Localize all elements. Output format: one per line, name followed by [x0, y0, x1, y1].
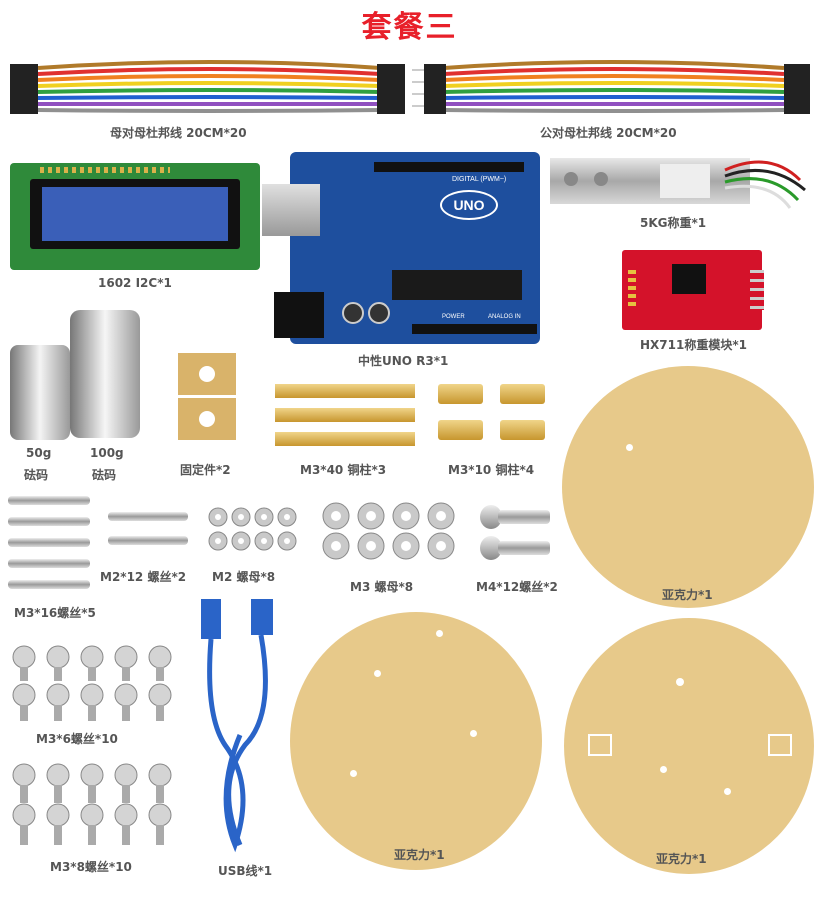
screw-m4x12-head [480, 505, 502, 529]
page-title: 套餐三 [361, 10, 458, 45]
acrylic-plate-2-label: 亚克力*1 [394, 848, 445, 862]
uno-analog-label: ANALOG IN [488, 314, 521, 320]
acrylic-plate-1-image [562, 366, 814, 608]
uno-logo: UNO [440, 190, 498, 220]
ff-wire-label: 母对母杜邦线 20CM*20 [110, 126, 247, 140]
fixer-label: 固定件*2 [180, 463, 231, 477]
weight-50g-image [10, 345, 70, 440]
screw-m2x12-image [108, 512, 188, 521]
uno-digital-label: DIGITAL (PWM~) [452, 176, 507, 183]
screw-m3x16-image-3 [8, 538, 90, 547]
lcd-label: 1602 I2C*1 [98, 276, 172, 290]
hx711-image [622, 250, 764, 330]
screw-m2x12-label: M2*12 螺丝*2 [100, 570, 187, 584]
ff-dupont-wire-image [10, 60, 405, 114]
standoff-10-image-3 [438, 420, 483, 440]
fixer-image [178, 353, 236, 395]
weight-50g-name: 砝码 [24, 468, 49, 482]
lcd-1602-image [10, 163, 260, 270]
screw-m4x12-head-2 [480, 536, 502, 560]
standoff-10-image-4 [500, 420, 545, 440]
acrylic-plate-3-image [564, 618, 814, 874]
weight-50g-label: 50g [26, 446, 52, 460]
standoff-40-image-2 [275, 408, 415, 422]
screw-m4x12-image [498, 510, 550, 524]
screw-m2x12-image-2 [108, 536, 188, 545]
uno-power-label: POWER [442, 314, 465, 320]
nut-m2-label: M2 螺母*8 [212, 570, 276, 584]
uno-board-image: UNO DIGITAL (PWM~) POWER ANALOG IN [262, 152, 547, 347]
screw-m4x12-image-2 [498, 541, 550, 555]
acrylic-plate-2-image [290, 612, 542, 870]
screw-m3x16-image-5 [8, 580, 90, 589]
standoff-10-label: M3*10 铜柱*4 [448, 463, 535, 477]
mf-wire-label: 公对母杜邦线 20CM*20 [540, 126, 677, 140]
acrylic-plate-1-label: 亚克力*1 [662, 588, 713, 602]
load-cell-label: 5KG称重*1 [640, 216, 707, 230]
screw-m3x8-label: M3*8螺丝*10 [50, 860, 132, 874]
standoff-10-image-2 [500, 384, 545, 404]
standoff-10-image [438, 384, 483, 404]
screw-m3x8-image [12, 763, 172, 845]
fixer-image-2 [178, 398, 236, 440]
screw-m3x16-image-2 [8, 517, 90, 526]
uno-label: 中性UNO R3*1 [358, 354, 449, 368]
hx711-label: HX711称重模块*1 [640, 338, 747, 352]
standoff-40-label: M3*40 铜柱*3 [300, 463, 387, 477]
weight-100g-name: 砝码 [92, 468, 117, 482]
mf-dupont-wire-image [412, 60, 810, 114]
usb-label: USB线*1 [218, 864, 273, 878]
nut-m2-image [208, 507, 297, 551]
screw-m3x16-image-4 [8, 559, 90, 568]
screw-m3x6-label: M3*6螺丝*10 [36, 732, 118, 746]
screw-m4x12-label: M4*12螺丝*2 [476, 580, 558, 594]
weight-100g-label: 100g [90, 446, 124, 460]
standoff-40-image-3 [275, 432, 415, 446]
load-cell-image [550, 150, 815, 212]
acrylic-plate-3-label: 亚克力*1 [656, 852, 707, 866]
screw-m3x16-image [8, 496, 90, 505]
nut-m3-label: M3 螺母*8 [350, 580, 414, 594]
standoff-40-image [275, 384, 415, 398]
usb-cable-image [201, 599, 273, 853]
weight-100g-image [70, 310, 140, 438]
nut-m3-image [322, 502, 455, 560]
screw-m3x16-label: M3*16螺丝*5 [14, 606, 96, 620]
screw-m3x6-image [12, 645, 172, 721]
